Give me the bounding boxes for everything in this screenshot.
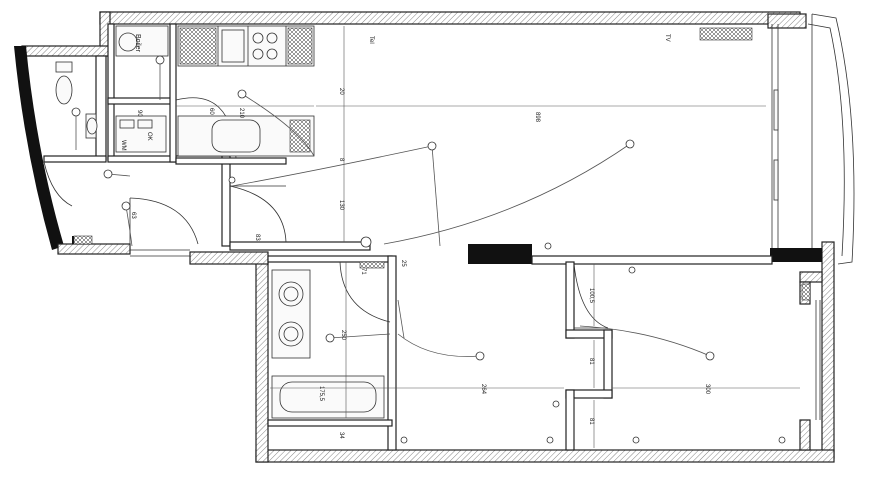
- dim-83: 83: [254, 234, 260, 241]
- bathtub: [271, 375, 385, 419]
- dim-264: 264: [480, 384, 486, 395]
- bathroom-sinks: [271, 269, 311, 359]
- dim-63: 63: [130, 212, 136, 219]
- exterior-walls: [14, 11, 855, 463]
- dim-210: 210: [238, 108, 244, 119]
- windows: [130, 24, 821, 420]
- dim-898: 898: [534, 112, 540, 123]
- washing-machine: [115, 115, 167, 153]
- radiator-bathroom: [359, 261, 385, 269]
- dimension-lines: [176, 26, 800, 448]
- dim-34: 34: [338, 432, 344, 439]
- light-points: [71, 55, 786, 444]
- radiator-left: [73, 235, 93, 245]
- label-boiler: Boiler: [134, 34, 141, 53]
- dim-175-5: 175,5: [318, 386, 324, 402]
- dim-25: 25: [400, 260, 406, 267]
- radiator-top: [699, 27, 753, 41]
- dim-81-a: 81: [588, 358, 594, 365]
- kitchen-sink-counter: [177, 115, 315, 157]
- dim-250: 250: [340, 330, 346, 341]
- electrical-wiring: [75, 60, 711, 357]
- plan-labels: Boiler TV Tel WM OK 90 60 210 20 8 130 8…: [120, 34, 710, 439]
- dim-90: 90: [136, 110, 142, 117]
- dim-130: 130: [338, 200, 344, 211]
- kitchen-counter: [177, 25, 315, 67]
- label-tel: Tel: [368, 36, 374, 44]
- label-tv: TV: [664, 34, 670, 42]
- toilet-fixture: [55, 61, 73, 105]
- label-ok: OK: [146, 132, 152, 141]
- dim-100-5: 100,5: [588, 288, 594, 304]
- label-wm: WM: [120, 140, 126, 151]
- dim-81-b: 81: [588, 418, 594, 425]
- fixtures: [55, 25, 811, 419]
- radiator-right: [801, 283, 811, 301]
- dim-60: 60: [208, 108, 214, 115]
- dim-8: 8: [338, 158, 344, 162]
- boiler-fixture: [115, 25, 169, 57]
- dim-71: 71: [360, 268, 366, 275]
- interior-walls: [43, 23, 773, 451]
- washbasin-small: [85, 113, 98, 139]
- dim-20: 20: [338, 88, 344, 95]
- dim-300: 300: [704, 384, 710, 395]
